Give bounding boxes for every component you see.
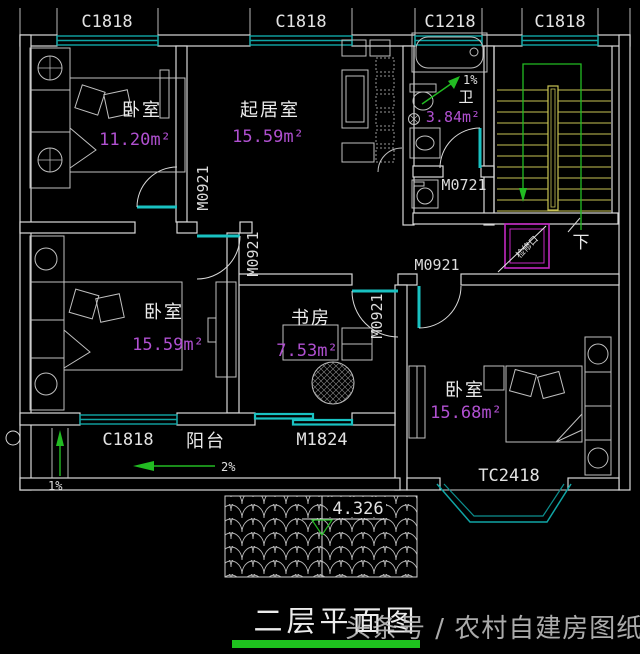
vanity-sink [409, 127, 441, 159]
elevation-marker-triangle [310, 519, 334, 537]
area-label-living: 15.59m² [232, 127, 304, 147]
room-label-bedroom1: 卧室 [122, 100, 162, 121]
bath-slope-arrow [421, 76, 460, 105]
fan-icon [587, 343, 609, 365]
room-label-living: 起居室 [240, 100, 300, 121]
bedroom3-nightstand [483, 365, 505, 391]
door-label-m0921-bedroom1: M0921 [194, 165, 212, 210]
bedroom1-bed [69, 77, 186, 173]
floor-drain-icon [408, 113, 420, 125]
room-label-bedroom2: 卧室 [144, 302, 184, 323]
stair-direction-arrow [519, 188, 527, 202]
room-label-bath: 卫 [458, 88, 475, 106]
down-leader-line [567, 217, 581, 233]
sliding-door-m1824 [253, 412, 354, 426]
staircase [497, 63, 611, 230]
door-label-m0721-bath: M0721 [441, 176, 486, 194]
door-label-m0921-bedroom3: M0921 [414, 256, 459, 274]
bath-slope-label: 1% [463, 73, 478, 87]
bathtub [411, 32, 488, 73]
room-label-study: 书房 [291, 308, 331, 329]
washing-machine [411, 179, 439, 209]
stairs-down-label: 下 [573, 233, 590, 253]
window-label-c1818-3: C1818 [534, 12, 585, 32]
balcony-drain-channel [51, 428, 69, 478]
bay-window [436, 483, 572, 523]
area-label-bath: 3.84m² [426, 108, 480, 126]
footer: 二层平面图 头条号 / 农村自建房图纸 [232, 604, 640, 648]
area-label-bedroom1: 11.20m² [99, 130, 171, 150]
walls [19, 34, 631, 491]
bedroom2-bed [63, 281, 183, 371]
axis-bubble [5, 430, 21, 446]
stair-flight-path [522, 63, 582, 230]
bedroom3-bed [505, 365, 583, 443]
watermark: 头条号 / 农村自建房图纸 [345, 614, 640, 644]
fan-icon [34, 247, 58, 271]
fan-icon [587, 447, 609, 469]
study-desk [282, 324, 373, 405]
fan-icon [34, 372, 58, 396]
balcony-slope-arrow [133, 461, 215, 471]
stair-railing [547, 85, 559, 211]
elevation-value: 4.326 [332, 499, 383, 519]
window-label-c1818-balcony: C1818 [102, 430, 153, 450]
study-chair [311, 361, 355, 405]
bedroom1-mirror [159, 69, 170, 119]
room-label-bedroom3: 卧室 [445, 380, 485, 401]
toilet [409, 83, 437, 111]
bedroom3-wardrobe [584, 336, 612, 476]
door-label-m1824: M1824 [296, 430, 347, 450]
title-underline [232, 640, 420, 648]
bedroom2-closet [207, 281, 237, 378]
room-label-balcony: 阳台 [186, 431, 226, 452]
area-label-study: 7.53m² [276, 341, 337, 361]
window-label-tc2418: TC2418 [478, 466, 539, 486]
doors [136, 127, 482, 338]
window-label-c1818-2: C1818 [275, 12, 326, 32]
dimension-ticks [19, 8, 631, 35]
furniture [29, 32, 612, 476]
door-label-m0921-study: M0921 [368, 293, 386, 338]
area-label-bedroom2: 15.59m² [132, 335, 204, 355]
area-label-bedroom3: 15.68m² [430, 403, 502, 423]
roof-tile-hatch: 4.326 [224, 495, 418, 578]
window-label-c1218: C1218 [424, 12, 475, 32]
window-label-c1818-1: C1818 [81, 12, 132, 32]
balcony-slope-v-label: 1% [48, 479, 63, 493]
balcony-slope-h-label: 2% [221, 460, 236, 474]
drawing-title: 二层平面图 [253, 604, 418, 638]
living-room-furniture [341, 39, 403, 173]
labels: C1818 C1818 C1218 C1818 卧室 11.20m² 起居室 1… [48, 12, 590, 493]
door-label-m0921-bedroom2: M0921 [244, 231, 262, 276]
